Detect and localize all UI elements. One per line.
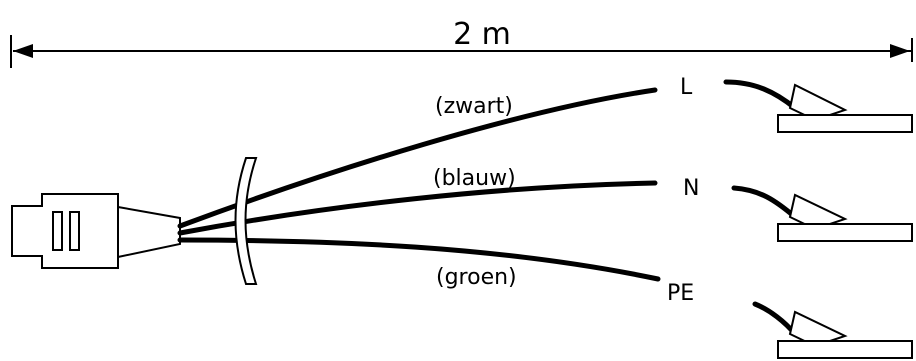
wire-label-blauw: (blauw)	[433, 166, 516, 191]
dimension-arrow-right	[890, 44, 910, 58]
lead-end-1	[723, 79, 913, 133]
wire-label-groen: (groen)	[436, 265, 517, 290]
terminal-label-n: N	[683, 176, 699, 201]
wire-blue	[177, 180, 658, 236]
terminal-label-pe: PE	[667, 281, 694, 306]
dimension-label: 2 m	[453, 17, 511, 52]
connector-pins	[52, 211, 80, 251]
dimension-arrow-left	[13, 44, 33, 58]
cable-break-mark	[234, 157, 258, 285]
wire-bundle	[177, 87, 661, 282]
lead-end-2	[731, 185, 913, 242]
wire-label-zwart: (zwart)	[435, 94, 513, 119]
connector-plug	[11, 193, 181, 269]
lead-end-3	[752, 301, 913, 359]
dimension-line	[10, 35, 913, 68]
terminal-label-l: L	[680, 75, 693, 100]
